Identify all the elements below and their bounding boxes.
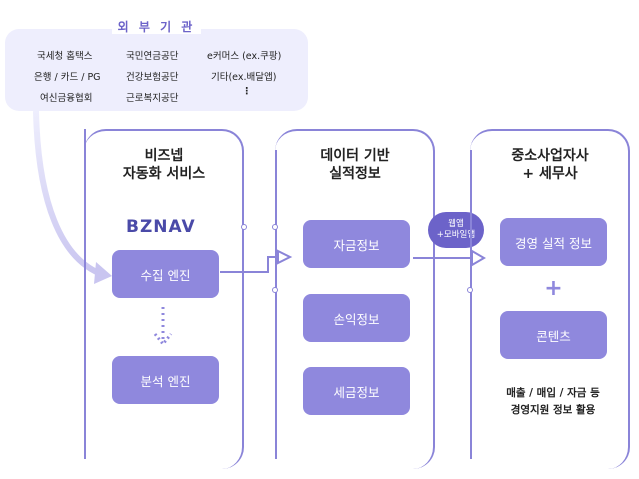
usage-description-line1: 매출 / 매입 / 자금 등 <box>506 387 600 399</box>
business-performance-box: 경영 실적 정보 <box>500 218 607 266</box>
ext-item: 근로복지공단 <box>126 93 179 104</box>
ext-item: 국세청 홈택스 <box>37 51 93 62</box>
plus-icon: + <box>544 276 563 301</box>
panel-data-left-border <box>275 150 277 459</box>
panel-sme-left-border <box>470 150 472 459</box>
usage-description-line2: 경영지원 정보 활용 <box>510 404 596 416</box>
arrow-panel1-panel2-head <box>277 249 293 265</box>
panel-data <box>275 129 435 469</box>
usage-description: 매출 / 매입 / 자금 등 경영지원 정보 활용 <box>478 385 628 419</box>
external-orgs-title: 외 부 기 관 <box>5 18 308 35</box>
bznav-logo: BZNAV <box>126 217 196 237</box>
connector-dot <box>467 287 473 293</box>
external-to-collect-arrowhead <box>94 262 112 284</box>
tax-info-box: 세금정보 <box>303 367 410 415</box>
ext-item: 국민연금공단 <box>126 51 179 62</box>
ext-item: 은행 / 카드 / PG <box>34 72 101 83</box>
panel-bizneb-title-line2: 자동화 서비스 <box>122 166 206 182</box>
collect-to-analyze-arrowhead <box>153 333 173 347</box>
connector-dot <box>241 224 247 230</box>
panel-sme-title: 중소사업자사 + 세무사 <box>470 147 630 183</box>
panel-bizneb <box>84 129 244 469</box>
panel-sme-title-line1: 중소사업자사 <box>511 148 589 164</box>
ext-item: e커머스 (ex.쿠팡) <box>207 51 282 62</box>
panel-bizneb-left-border <box>84 129 86 459</box>
webapp-badge-line2: +모바일앱 <box>436 230 476 240</box>
panel-sme-title-line2: + 세무사 <box>522 166 578 182</box>
panel-sme <box>470 129 630 469</box>
panel-data-title-line1: 데이터 기반 <box>320 148 390 164</box>
contents-box: 콘텐츠 <box>500 311 607 359</box>
panel-data-title: 데이터 기반 실적정보 <box>275 147 435 183</box>
ellipsis-icon: ⋮ <box>242 86 252 97</box>
panel-bizneb-title-line1: 비즈넵 <box>144 148 184 164</box>
analyze-engine-box: 분석 엔진 <box>112 356 219 404</box>
connector-dot <box>272 224 278 230</box>
connector-dot <box>272 287 278 293</box>
ext-item: 기타(ex.배달앱) <box>211 72 277 83</box>
ext-item: 여신금융협회 <box>40 93 93 104</box>
panel-bizneb-title: 비즈넵 자동화 서비스 <box>84 147 244 183</box>
external-orgs-box <box>5 29 308 111</box>
ext-item: 건강보험공단 <box>126 72 179 83</box>
collect-engine-box: 수집 엔진 <box>112 250 219 298</box>
fund-info-box: 자금정보 <box>303 220 410 268</box>
arrow-panel2-panel3-head <box>471 249 486 267</box>
panel-data-title-line2: 실적정보 <box>329 166 381 182</box>
external-to-collect-arrow <box>33 110 106 278</box>
webapp-badge-line1: 웹앱 <box>448 219 464 229</box>
webapp-badge: 웹앱 +모바일앱 <box>428 212 484 248</box>
profit-loss-info-box: 손익정보 <box>303 294 410 342</box>
